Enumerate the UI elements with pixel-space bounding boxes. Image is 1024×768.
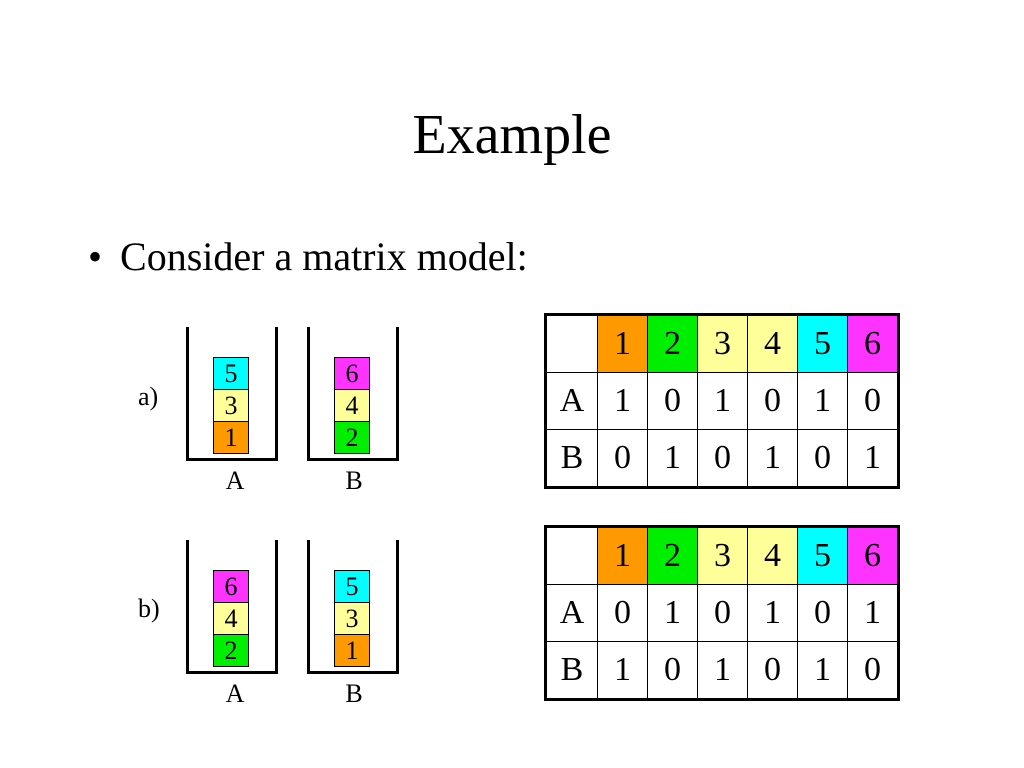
container-label: B [345,466,363,495]
scenario-b-matrix: 1 2 3 4 5 6 A 0 1 0 1 0 1 B 1 0 1 0 1 0 [544,525,900,701]
matrix-cell: 1 [647,584,698,642]
matrix-cell: 1 [597,641,648,700]
block-stack: 5 3 1 [334,570,370,667]
container-label: A [225,679,245,708]
header-cell: 2 [647,526,698,585]
block: 2 [213,634,249,667]
scenario-b-container-a: 6 4 2 [186,540,278,674]
matrix-cell: 1 [747,429,798,488]
matrix-cell: 1 [697,641,748,700]
matrix-cell: 1 [647,429,698,488]
matrix-cell: 0 [747,641,798,700]
bullet-marker: • [88,234,103,279]
bullet-text: Consider a matrix model: [120,234,528,279]
header-cell: 3 [697,314,748,373]
header-cell: 4 [747,526,798,585]
slide-title: Example [412,104,612,166]
scenario-a-matrix: 1 2 3 4 5 6 A 1 0 1 0 1 0 B 0 1 0 1 0 1 [544,313,900,489]
bullet-item: • Consider a matrix model: [88,232,528,282]
scenario-b-container-b: 5 3 1 [307,540,399,674]
block: 3 [334,602,370,635]
block: 6 [213,570,249,603]
row-label-cell: A [545,584,598,642]
matrix-cell: 0 [797,584,848,642]
row-label-cell: B [545,429,598,488]
matrix-cell: 0 [847,372,899,430]
matrix-row: B 1 0 1 0 1 0 [545,641,899,700]
header-cell: 6 [847,526,899,585]
block: 4 [334,389,370,422]
block: 2 [334,421,370,454]
scenario-b-label: b) [138,594,160,623]
block: 5 [334,570,370,603]
block: 3 [213,389,249,422]
row-label-cell: B [545,641,598,700]
matrix-cell: 0 [597,584,648,642]
matrix-row: A 0 1 0 1 0 1 [545,584,899,642]
header-cell: 3 [697,526,748,585]
matrix-header-row: 1 2 3 4 5 6 [545,526,899,585]
matrix-cell: 1 [697,372,748,430]
matrix-corner-cell [545,526,598,585]
matrix-cell: 1 [847,429,899,488]
matrix-corner-cell [545,314,598,373]
container-label: A [225,466,245,495]
matrix-cell: 0 [697,429,748,488]
block: 1 [213,421,249,454]
matrix-cell: 0 [647,372,698,430]
scenario-a-label: a) [138,382,159,411]
matrix-cell: 0 [647,641,698,700]
header-cell: 5 [797,526,848,585]
scenario-a-container-a: 5 3 1 [186,327,278,461]
matrix-cell: 1 [597,372,648,430]
block: 6 [334,357,370,390]
block: 5 [213,357,249,390]
matrix-cell: 0 [797,429,848,488]
header-cell: 5 [797,314,848,373]
block: 1 [334,634,370,667]
matrix-cell: 0 [747,372,798,430]
block-stack: 6 4 2 [334,357,370,454]
matrix-cell: 1 [797,641,848,700]
scenario-a-container-b: 6 4 2 [307,327,399,461]
matrix-cell: 0 [597,429,648,488]
matrix-cell: 0 [697,584,748,642]
header-cell: 2 [647,314,698,373]
header-cell: 1 [597,526,648,585]
row-label-cell: A [545,372,598,430]
matrix-cell: 1 [797,372,848,430]
matrix-cell: 1 [747,584,798,642]
container-label: B [345,679,363,708]
matrix-row: A 1 0 1 0 1 0 [545,372,899,430]
block-stack: 5 3 1 [213,357,249,454]
header-cell: 1 [597,314,648,373]
header-cell: 6 [847,314,899,373]
header-cell: 4 [747,314,798,373]
block: 4 [213,602,249,635]
matrix-cell: 1 [847,584,899,642]
block-stack: 6 4 2 [213,570,249,667]
matrix-cell: 0 [847,641,899,700]
matrix-row: B 0 1 0 1 0 1 [545,429,899,488]
matrix-header-row: 1 2 3 4 5 6 [545,314,899,373]
